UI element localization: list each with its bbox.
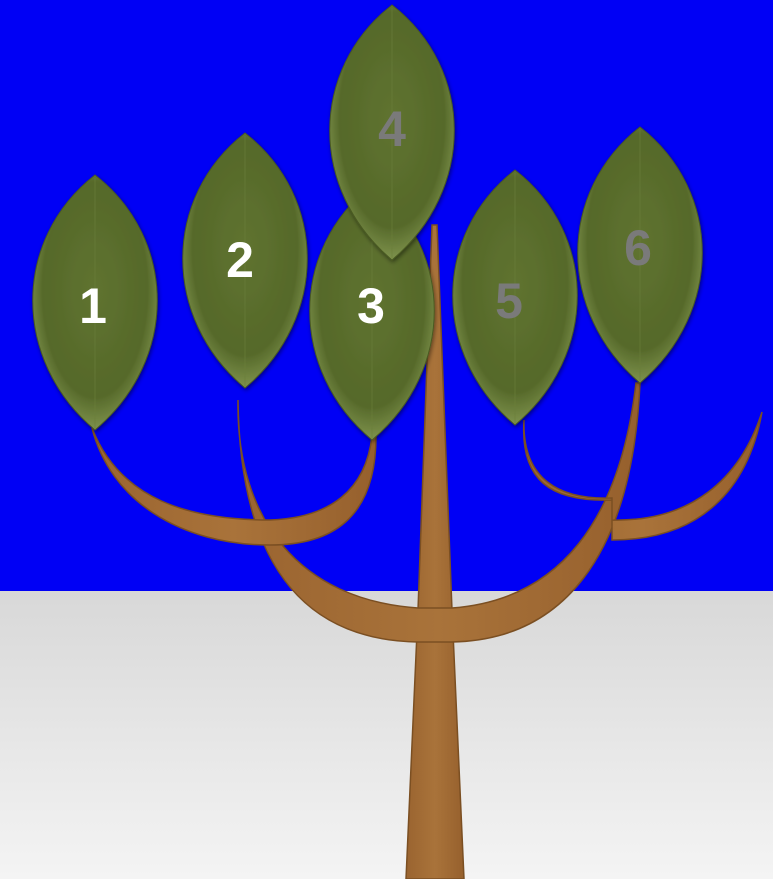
- leaf-1-label: 1: [79, 278, 107, 334]
- leaf-2-label: 2: [226, 232, 254, 288]
- leaf-4-label: 4: [378, 101, 406, 157]
- branch-left-small: [92, 428, 376, 545]
- leaf-6-label: 6: [624, 220, 652, 276]
- leaf-5-label: 5: [495, 273, 523, 329]
- branch-right-small: [524, 412, 762, 540]
- leaf-3-label: 3: [357, 278, 385, 334]
